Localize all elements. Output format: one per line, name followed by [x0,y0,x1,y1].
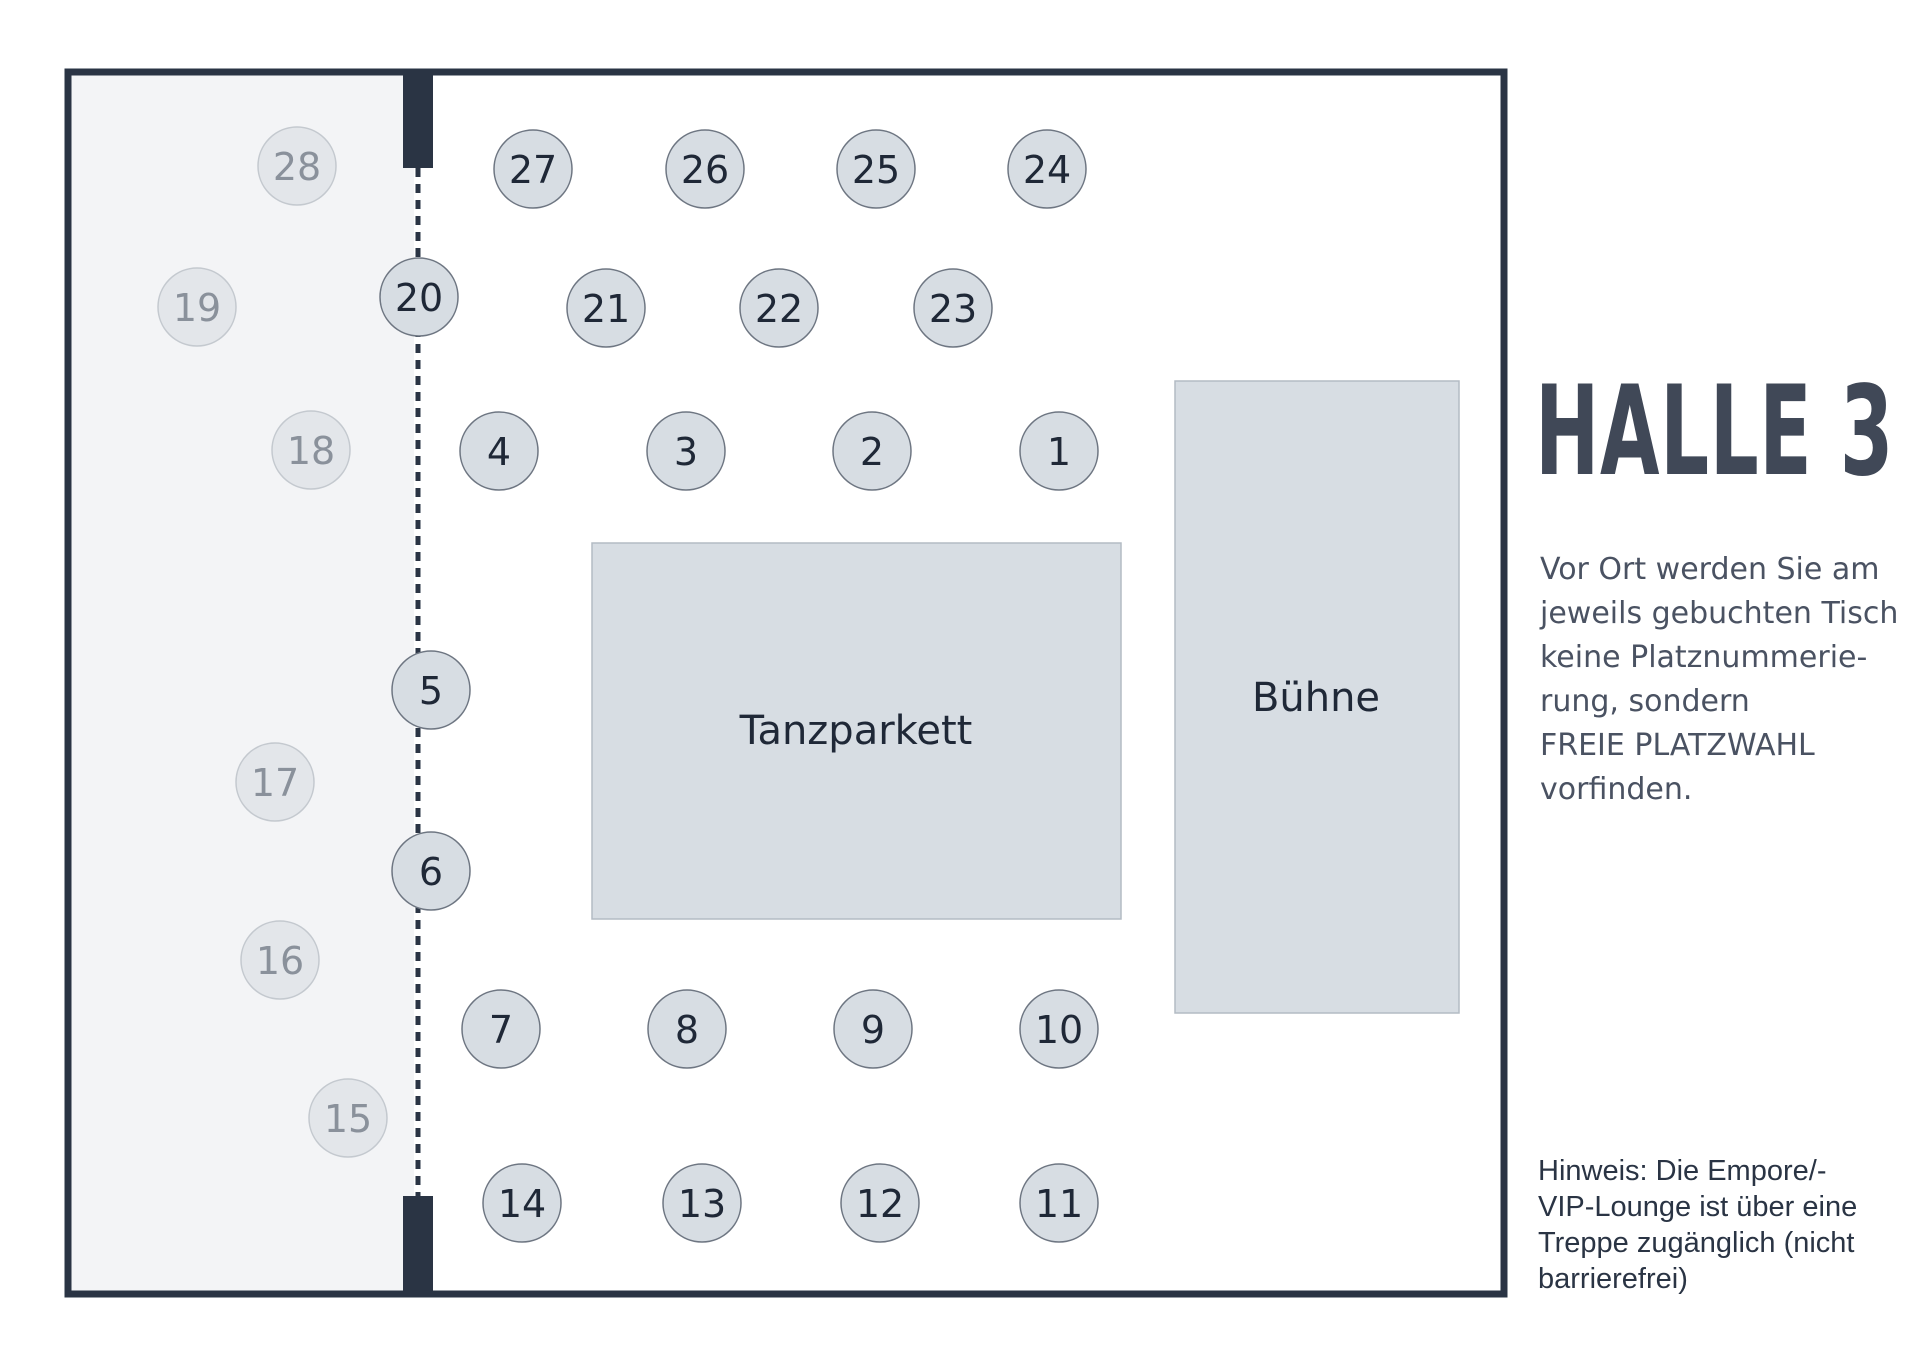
seating-info-line: FREIE PLATZWAHL [1540,728,1815,763]
table-18-label: 18 [287,429,335,473]
table-25-label: 25 [852,148,900,192]
table-7-label: 7 [489,1008,513,1052]
wall-stub-top [403,72,433,168]
table-4-marker [459,411,539,491]
seating-info: Vor Ort werden Sie am jeweils gebuchten … [1540,548,1910,812]
table-19-marker [157,267,237,347]
table-24-marker [1007,129,1087,209]
wall-stub-bottom [403,1196,433,1294]
table-19-label: 19 [173,286,221,330]
note-line: VIP-Lounge ist über eine [1538,1191,1858,1223]
table-25-marker [836,129,916,209]
table-17-label: 17 [251,761,299,805]
table-21-marker [566,268,646,348]
table-20-marker [379,257,459,337]
table-1-marker [1019,411,1099,491]
table-8-marker [647,989,727,1069]
table-13-label: 13 [678,1182,726,1226]
table-12-marker [840,1163,920,1243]
table-2-label: 2 [860,430,884,474]
seating-info-line: keine Platznummerie- [1540,640,1868,675]
seating-info-line: vorfinden. [1540,772,1693,807]
table-22-marker [739,268,819,348]
dance-floor [591,542,1122,920]
seating-info-line: jeweils gebuchten Tisch [1540,596,1899,631]
stage [1174,380,1460,1014]
table-27-label: 27 [509,148,557,192]
table-28-label: 28 [273,145,321,189]
table-5-label: 5 [419,669,443,713]
table-27-marker [493,129,573,209]
table-3-marker [646,411,726,491]
table-4-label: 4 [487,430,511,474]
table-11-label: 11 [1035,1182,1083,1226]
table-18-marker [271,410,351,490]
table-26-marker [665,129,745,209]
table-24-label: 24 [1023,148,1071,192]
table-10-label: 10 [1035,1008,1083,1052]
table-28-marker [257,126,337,206]
table-15-marker [308,1078,388,1158]
hall-title: HALLE 3 [1535,360,1894,504]
note-line: Hinweis: Die Empore/- [1538,1155,1827,1187]
table-13-marker [662,1163,742,1243]
table-14-label: 14 [498,1182,546,1226]
note-line: Treppe zugänglich (nicht [1538,1227,1855,1259]
table-7-marker [461,989,541,1069]
table-3-label: 3 [674,430,698,474]
table-6-marker [391,831,471,911]
table-14-marker [482,1163,562,1243]
table-23-marker [913,268,993,348]
table-17-marker [235,742,315,822]
table-16-marker [240,920,320,1000]
note-line: barrierefrei) [1538,1263,1688,1295]
table-9-label: 9 [861,1008,885,1052]
table-20-label: 20 [395,276,443,320]
table-12-label: 12 [856,1182,904,1226]
table-15-label: 15 [324,1097,372,1141]
table-16-label: 16 [256,939,304,983]
stage-label: Bühne [1252,675,1380,721]
hall-outline [64,68,1508,1298]
seating-info-line: rung, sondern [1540,684,1750,719]
table-23-label: 23 [929,287,977,331]
table-21-label: 21 [582,287,630,331]
table-5-marker [391,650,471,730]
table-22-label: 22 [755,287,803,331]
table-6-label: 6 [419,850,443,894]
accessibility-note: Hinweis: Die Empore/- VIP-Lounge ist übe… [1538,1153,1908,1297]
table-8-label: 8 [675,1008,699,1052]
table-9-marker [833,989,913,1069]
table-11-marker [1019,1163,1099,1243]
table-26-label: 26 [681,148,729,192]
table-1-label: 1 [1047,430,1071,474]
table-10-marker [1019,989,1099,1069]
table-2-marker [832,411,912,491]
dance-floor-label: Tanzparkett [739,708,973,754]
seating-info-line: Vor Ort werden Sie am [1540,552,1880,587]
